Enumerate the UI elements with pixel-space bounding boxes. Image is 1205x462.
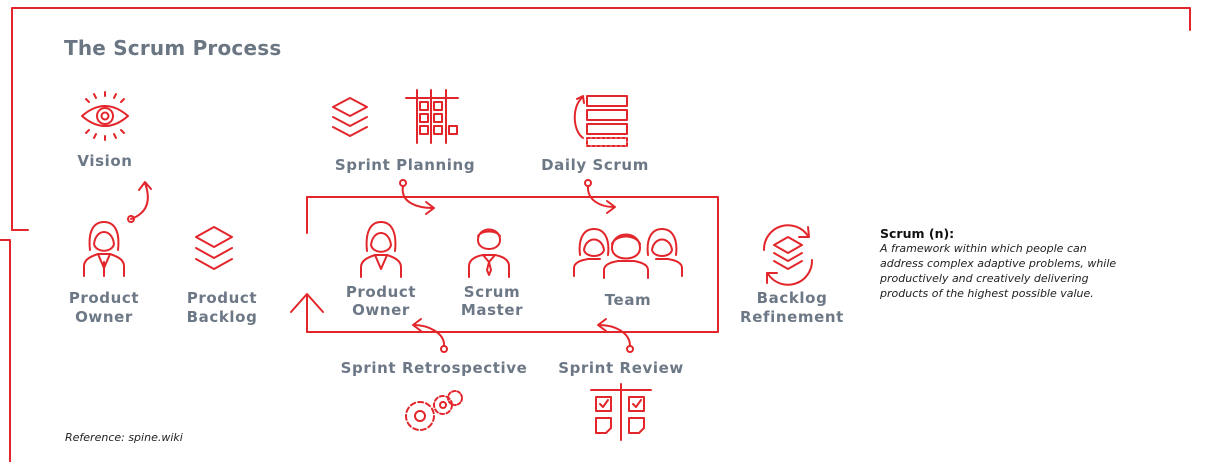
top-frame-bracket (11, 7, 1191, 231)
sprint-review-arrow (597, 318, 634, 353)
label-inner-product-owner-line1: Product (345, 283, 417, 301)
label-sprint-review: Sprint Review (558, 359, 684, 377)
label-scrum-master-line1: Scrum (463, 283, 521, 301)
refresh-icon (762, 224, 814, 286)
reference-note: Reference: spine.wiki (65, 431, 183, 444)
layers-icon-product-backlog (195, 226, 233, 270)
board-icon (405, 89, 459, 144)
person-icon-scrum-master (468, 228, 510, 278)
person-icon-inner-product-owner (360, 221, 402, 278)
label-backlog-refinement-line2: Refinement (740, 308, 844, 326)
label-scrum-master-line2: Master (460, 301, 524, 319)
daily-scrum-arrow (584, 179, 616, 214)
page-title: The Scrum Process (64, 36, 282, 60)
label-inner-product-owner-line2: Owner (352, 301, 410, 319)
layers-icon-sprint-planning (332, 97, 368, 137)
label-product-backlog-line1: Product (186, 289, 258, 307)
label-sprint-retrospective: Sprint Retrospective (340, 359, 528, 377)
label-product-backlog-line2: Backlog (186, 308, 258, 326)
sprint-cycle-arrowhead (290, 293, 324, 313)
team-icon (573, 228, 683, 279)
eye-icon (81, 91, 129, 141)
sprint-cycle-loop (306, 196, 719, 333)
label-vision: Vision (77, 152, 133, 170)
label-daily-scrum: Daily Scrum (541, 156, 649, 174)
label-team: Team (604, 291, 652, 309)
sprint-retrospective-arrow (412, 318, 448, 353)
definition-text: A framework within which people can addr… (880, 242, 1117, 300)
checklist-icon (590, 383, 652, 441)
person-icon-product-owner (83, 221, 125, 277)
sprint-planning-arrow (399, 179, 435, 215)
label-product-owner-line2: Owner (75, 308, 133, 326)
list-icon (573, 95, 628, 147)
left-frame-bracket (0, 239, 11, 462)
definition-term: Scrum (n): (880, 226, 955, 241)
label-product-owner-line1: Product (68, 289, 140, 307)
gears-icon (405, 390, 463, 431)
label-sprint-planning: Sprint Planning (334, 156, 476, 174)
label-backlog-refinement-line1: Backlog (756, 289, 828, 307)
vision-arrow (127, 181, 152, 223)
